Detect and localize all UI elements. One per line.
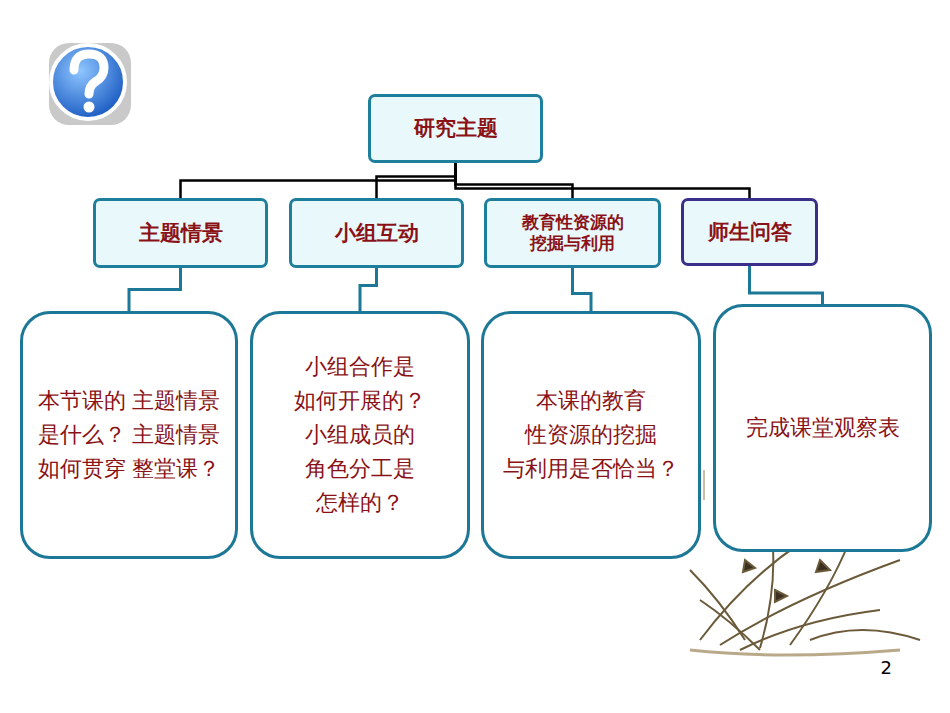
question-box: 完成课堂观察表 xyxy=(713,304,932,552)
category-box: 主题情景 xyxy=(93,198,268,268)
connector-line xyxy=(456,163,573,198)
connector-line xyxy=(377,163,456,198)
category-box: 教育性资源的 挖掘与利用 xyxy=(484,198,661,268)
topic-box: 研究主题 xyxy=(368,94,543,163)
connector-line xyxy=(573,268,592,311)
connector-line xyxy=(750,266,823,304)
box-title: 小组互动 xyxy=(327,216,427,250)
box-title: 研究主题 xyxy=(406,111,506,145)
question-box: 小组合作是 如何开展的？ 小组成员的 角色分工是 怎样的？ xyxy=(250,311,470,559)
question-text: 本课的教育 性资源的挖掘 与利用是否恰当？ xyxy=(484,376,698,494)
box-title: 师生问答 xyxy=(700,215,800,249)
category-box: 小组互动 xyxy=(289,198,464,268)
question-text: 小组合作是 如何开展的？ 小组成员的 角色分工是 怎样的？ xyxy=(253,342,467,528)
connector-line xyxy=(360,268,377,311)
question-box: 本节课的 主题情景 是什么？ 主题情景 如何贯穿 整堂课？ xyxy=(20,311,238,559)
question-icon xyxy=(49,43,131,125)
box-title: 主题情景 xyxy=(131,216,231,250)
question-text: 完成课堂观察表 xyxy=(732,403,914,453)
question-text: 本节课的 主题情景 是什么？ 主题情景 如何贯穿 整堂课？ xyxy=(23,376,235,494)
box-title: 教育性资源的 挖掘与利用 xyxy=(487,208,658,259)
category-box: 师生问答 xyxy=(681,198,818,266)
connector-line xyxy=(456,163,750,198)
connector-line xyxy=(181,163,456,198)
question-box: 本课的教育 性资源的挖掘 与利用是否恰当？ xyxy=(481,311,701,559)
page-number: 2 xyxy=(881,657,892,678)
connector-line xyxy=(129,268,181,311)
